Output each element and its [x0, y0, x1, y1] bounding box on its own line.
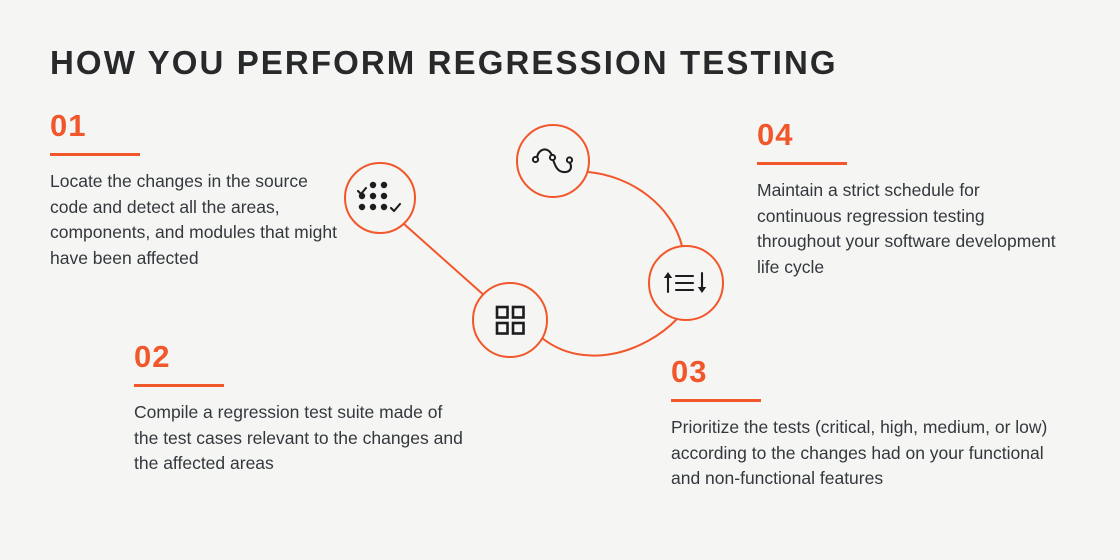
node-sort-arrows	[648, 245, 724, 321]
step-rule-04	[757, 162, 847, 165]
step-text-02: Compile a regression test suite made of …	[134, 402, 463, 473]
step-rule-02	[134, 384, 224, 387]
step-block-01: 01 Locate the changes in the source code…	[50, 110, 340, 271]
node-curve-path	[516, 124, 590, 198]
step-text-03: Prioritize the tests (critical, high, me…	[671, 417, 1048, 488]
step-text-01: Locate the changes in the source code an…	[50, 171, 337, 268]
step-block-03: 03 Prioritize the tests (critical, high,…	[671, 356, 1051, 492]
node-circle	[472, 282, 548, 358]
step-text-04: Maintain a strict schedule for continuou…	[757, 180, 1056, 277]
step-number-02: 02	[134, 339, 171, 374]
node-circle	[648, 245, 724, 321]
connector-1-to-2	[403, 223, 487, 298]
curve-path-nodes-icon	[531, 148, 574, 174]
node-circle	[344, 162, 416, 234]
step-number-03: 03	[671, 354, 708, 389]
four-squares-grid-icon	[495, 305, 525, 335]
node-four-squares	[472, 282, 548, 358]
page-title: HOW YOU PERFORM REGRESSION TESTING	[50, 44, 838, 81]
step-number-04: 04	[757, 117, 794, 152]
connector-4-to-3	[587, 171, 683, 247]
step-block-02: 02 Compile a regression test suite made …	[134, 341, 469, 477]
step-rule-03	[671, 399, 761, 402]
step-rule-01	[50, 153, 140, 156]
connector-2-to-4	[541, 318, 678, 357]
dot-grid-check-icon	[356, 181, 402, 213]
step-block-04: 04 Maintain a strict schedule for contin…	[757, 119, 1067, 280]
node-circle	[516, 124, 590, 198]
sort-arrows-lines-icon	[663, 271, 707, 294]
node-dot-grid-check	[344, 162, 416, 234]
step-number-01: 01	[50, 108, 87, 143]
